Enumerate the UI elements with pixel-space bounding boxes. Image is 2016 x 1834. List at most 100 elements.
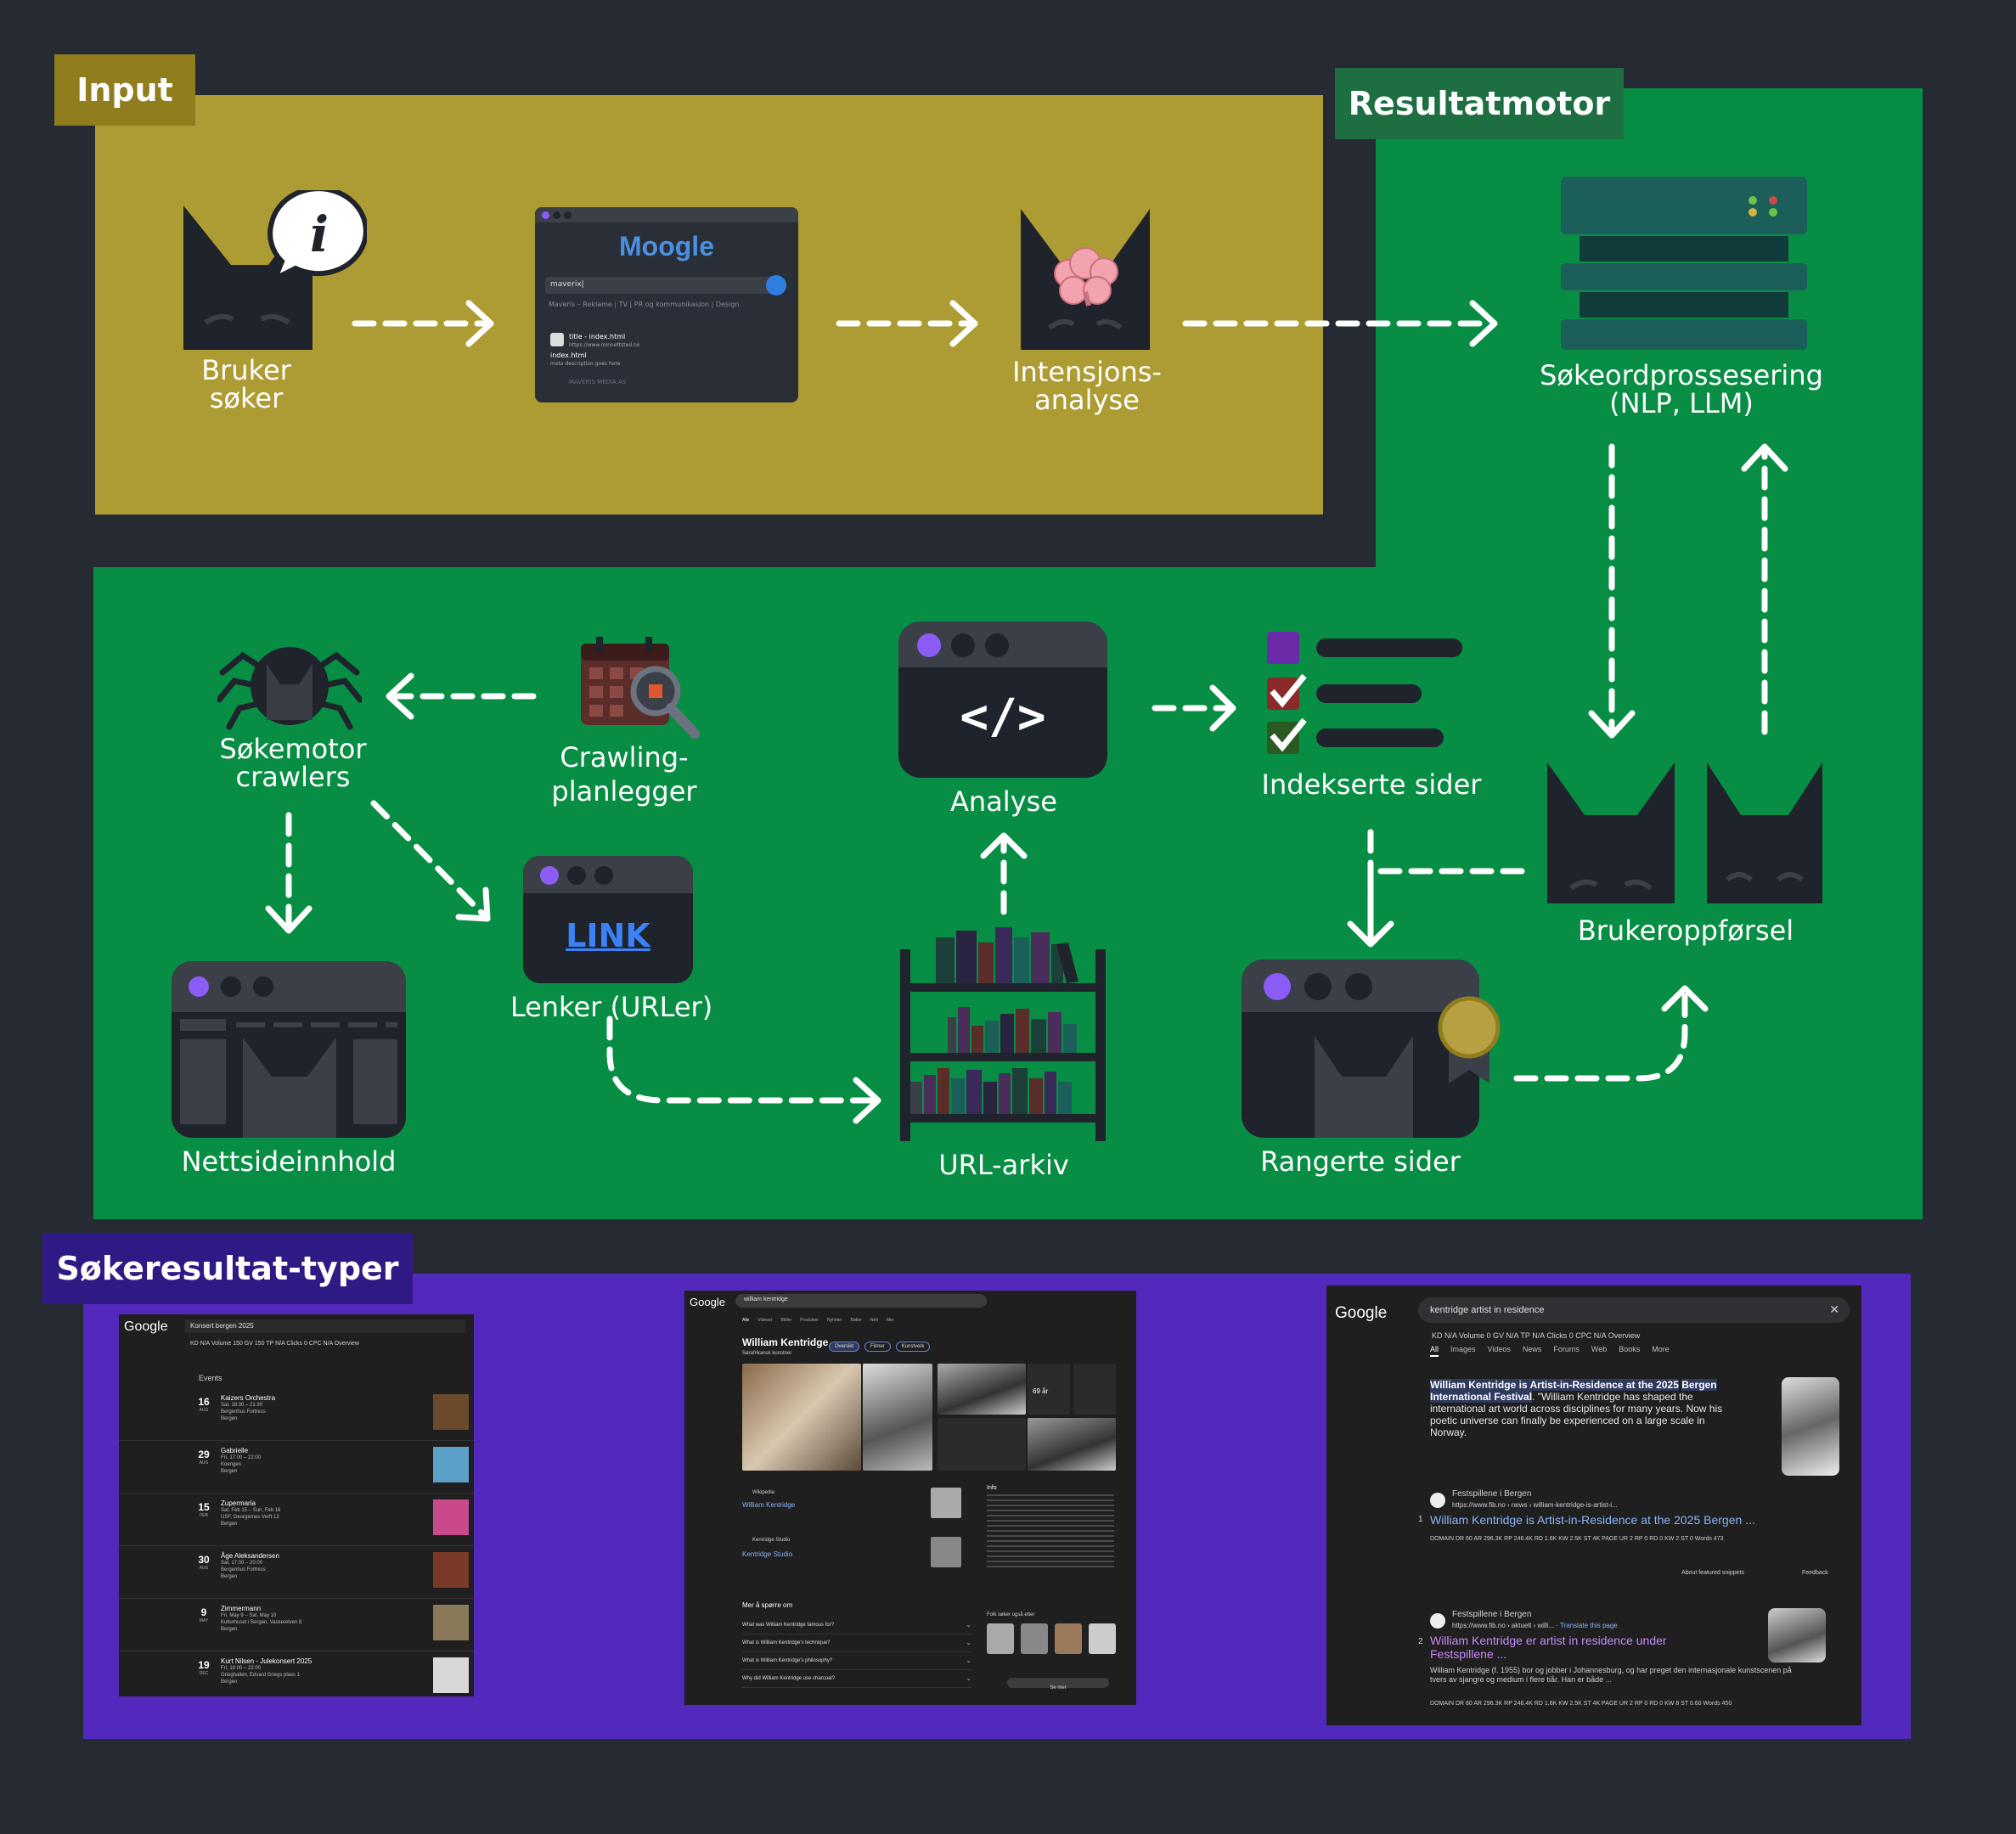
window-dot bbox=[594, 866, 613, 885]
moogle-search-button[interactable] bbox=[766, 275, 786, 295]
search-tab[interactable]: Nyheter bbox=[826, 1318, 842, 1323]
event-month: DEC bbox=[199, 1671, 209, 1676]
entity-chip[interactable]: Kunstverk bbox=[895, 1342, 931, 1352]
result-2-title[interactable]: William Kentridge er artist in residence… bbox=[1430, 1634, 1667, 1661]
search-tab[interactable]: News bbox=[1522, 1345, 1542, 1353]
info-header: Info bbox=[987, 1485, 997, 1491]
event-time: Fri, 18:00 – 22:00 bbox=[221, 1666, 262, 1671]
code-icon: </> bbox=[960, 689, 1046, 745]
event-city: Bergen bbox=[221, 1469, 238, 1474]
event-city: Bergen bbox=[221, 1416, 238, 1421]
entity-name: William Kentridge bbox=[742, 1336, 829, 1348]
result-2-title[interactable]: Kentridge Studio bbox=[742, 1550, 793, 1558]
event-thumb bbox=[433, 1605, 469, 1640]
result-2-url: https://www.fib.no › aktuelt › willi... … bbox=[1452, 1622, 1618, 1629]
paa-list: What was William Kentridge famous for?⌄W… bbox=[742, 1617, 971, 1688]
event-day: 16 bbox=[198, 1396, 210, 1408]
event-thumb bbox=[433, 1499, 469, 1535]
search-tab[interactable]: Videoer bbox=[757, 1318, 773, 1323]
content-layout-graphic bbox=[180, 1019, 397, 1138]
entity-chips: Oversikt Filmer Kunstverk bbox=[829, 1342, 931, 1352]
search-tab[interactable]: Alle bbox=[742, 1318, 750, 1323]
snippet-image bbox=[1782, 1377, 1839, 1476]
related-person-thumb[interactable] bbox=[987, 1623, 1014, 1654]
google-logo: Google bbox=[690, 1296, 725, 1308]
entity-chip[interactable]: Filmer bbox=[864, 1342, 891, 1352]
also-search-people bbox=[987, 1623, 1116, 1654]
behavior-cat-icon-1 bbox=[1547, 762, 1675, 903]
user-cat-icon: i bbox=[183, 190, 367, 350]
event-title: Kaizers Orchestra bbox=[221, 1394, 276, 1402]
chevron-down-icon: ⌄ bbox=[966, 1674, 971, 1682]
event-month: AUG bbox=[199, 1460, 209, 1466]
award-badge-icon bbox=[1438, 996, 1501, 1083]
window-dot-purple bbox=[1264, 973, 1291, 1000]
search-tab[interactable]: All bbox=[1430, 1345, 1439, 1357]
paa-question[interactable]: What is William Kentridge's philosophy?⌄ bbox=[742, 1652, 971, 1670]
paa-question[interactable]: What was William Kentridge famous for?⌄ bbox=[742, 1617, 971, 1634]
window-dot bbox=[553, 211, 560, 219]
result-types-tag: Søkeresultat-typer bbox=[42, 1233, 413, 1304]
moogle-logo: Moogle bbox=[619, 231, 714, 262]
search-tab[interactable]: Produkter bbox=[800, 1318, 819, 1323]
event-venue: USF, Georgernes Verft 12 bbox=[221, 1515, 279, 1520]
search-tab[interactable]: Mer bbox=[887, 1318, 894, 1323]
event-city: Bergen bbox=[221, 1627, 238, 1632]
event-month: FEB bbox=[200, 1513, 208, 1518]
moogle-result-1: Maveris – Reklame | TV | PR og kommunika… bbox=[549, 301, 740, 308]
result-2-site: Festspillene i Bergen bbox=[1452, 1610, 1532, 1619]
links-window: LINK bbox=[523, 856, 693, 983]
clear-search-icon[interactable]: ✕ bbox=[1829, 1302, 1839, 1316]
result-1-thumb bbox=[931, 1488, 961, 1518]
search-input[interactable]: william kentridge bbox=[735, 1294, 987, 1308]
also-search-header: Folk søker også etter bbox=[987, 1612, 1035, 1617]
entity-chip[interactable]: Oversikt bbox=[829, 1342, 860, 1352]
event-day: 9 bbox=[200, 1606, 207, 1618]
event-time: Sat, 17:00 – 20:00 bbox=[221, 1561, 263, 1566]
artwork-image bbox=[863, 1364, 932, 1471]
event-time: Sat, Feb 15 – Sun, Feb 16 bbox=[221, 1508, 281, 1513]
result-1-stats: DOMAIN DR 60 AR 296.3K RP 246.4K RD 1.6K… bbox=[1430, 1536, 1724, 1542]
result-1-number: 1 bbox=[1418, 1515, 1423, 1524]
event-day: 29 bbox=[198, 1449, 210, 1460]
paa-question[interactable]: What is William Kentridge's technique?⌄ bbox=[742, 1634, 971, 1652]
moogle-search-input[interactable]: maverix| bbox=[545, 277, 773, 294]
search-tab[interactable]: More bbox=[1652, 1345, 1670, 1353]
result-1-title[interactable]: William Kentridge is Artist-in-Residence… bbox=[1430, 1513, 1755, 1527]
search-tab[interactable]: Books bbox=[1619, 1345, 1641, 1353]
analysis-label: Analyse bbox=[950, 785, 1057, 818]
search-tab[interactable]: Nett bbox=[870, 1318, 879, 1323]
search-tab[interactable]: Images bbox=[1450, 1345, 1476, 1353]
paa-question[interactable]: Why did William Kentridge use charcoal?⌄ bbox=[742, 1670, 971, 1688]
window-dot bbox=[1304, 973, 1332, 1000]
event-title: Zimmermann bbox=[221, 1605, 262, 1612]
result-1-title[interactable]: William Kentridge bbox=[742, 1501, 796, 1509]
search-tab[interactable]: Forums bbox=[1553, 1345, 1580, 1353]
feedback-link[interactable]: Feedback bbox=[1802, 1570, 1828, 1576]
portrait-image bbox=[742, 1364, 861, 1471]
search-input[interactable]: kentridge artist in residence ✕ bbox=[1418, 1297, 1850, 1323]
serp-knowledge-screenshot: Google william kentridge Alle Videoer Bild… bbox=[684, 1291, 1136, 1705]
related-person-thumb[interactable] bbox=[1089, 1623, 1116, 1654]
video-thumb bbox=[1028, 1418, 1116, 1471]
link-badge: LINK bbox=[566, 917, 650, 954]
search-tabs: All Images Videos News Forums Web Books More bbox=[1430, 1345, 1670, 1357]
see-more-button[interactable]: Se mer bbox=[1007, 1678, 1109, 1691]
search-app-window: Moogle maverix| Maveris – Reklame | TV |… bbox=[535, 207, 798, 402]
related-person-thumb[interactable] bbox=[1055, 1623, 1082, 1654]
search-tab[interactable]: Bilder bbox=[780, 1318, 792, 1323]
search-tab[interactable]: Web bbox=[1591, 1345, 1608, 1353]
result-2-thumb bbox=[931, 1537, 961, 1567]
search-input[interactable]: Konsert bergen 2025 bbox=[185, 1319, 465, 1333]
search-tab[interactable]: Bøker bbox=[850, 1318, 862, 1323]
search-tab[interactable]: Videos bbox=[1487, 1345, 1511, 1353]
related-person-thumb[interactable] bbox=[1021, 1623, 1048, 1654]
